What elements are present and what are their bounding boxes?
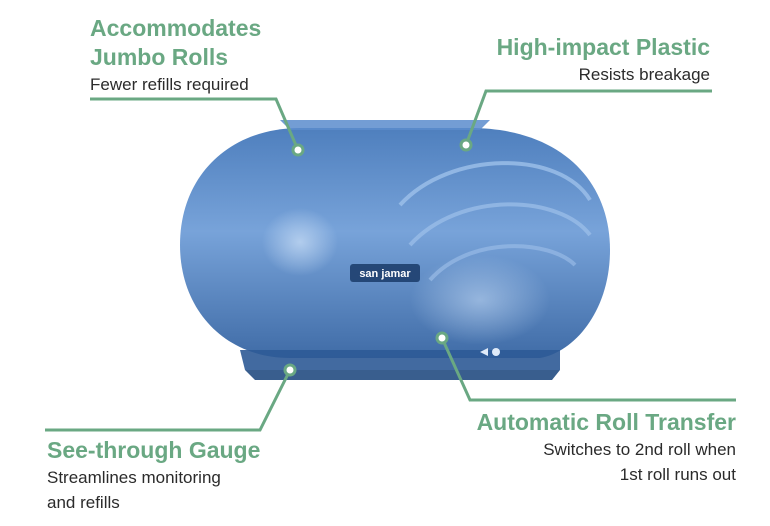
callout-see-through-gauge: See-through Gauge Streamlines monitoring… <box>47 436 260 515</box>
callout-description: 1st roll runs out <box>619 465 736 484</box>
leader-dot-transfer <box>435 331 449 345</box>
callout-description: Fewer refills required <box>90 75 249 94</box>
logo-text: san jamar <box>359 268 411 280</box>
callout-automatic-roll-transfer: Automatic Roll Transfer Switches to 2nd … <box>477 408 736 487</box>
leader-line-jumbo <box>90 97 300 151</box>
callout-title: See-through Gauge <box>47 437 261 463</box>
leader-dot-jumbo <box>291 143 305 157</box>
callout-description: Streamlines monitoring <box>47 468 221 487</box>
leader-dot-gauge <box>283 363 297 377</box>
leader-line-plastic <box>464 89 712 146</box>
callout-title: Jumbo Rolls <box>90 44 229 70</box>
indicator-dot-icon <box>492 348 500 356</box>
swirl-line-top <box>398 161 592 207</box>
swirl-line-mid <box>408 202 592 247</box>
leader-lines <box>45 89 736 432</box>
left-roll-gauge <box>262 208 338 276</box>
callout-description: Resists breakage <box>578 65 710 84</box>
right-roll-gauge <box>410 255 550 345</box>
leader-dot-plastic <box>459 138 473 152</box>
callout-title: Automatic Roll Transfer <box>476 409 736 435</box>
brand-logo: san jamar <box>350 264 420 282</box>
callout-title: Accommodates <box>90 15 262 41</box>
callout-high-impact-plastic: High-impact Plastic Resists breakage <box>497 33 710 87</box>
leader-line-transfer <box>440 337 736 402</box>
leader-line-gauge <box>45 369 292 432</box>
callout-description: Switches to 2nd roll when <box>543 440 736 459</box>
arrow-left-icon <box>480 348 488 356</box>
callout-description: and refills <box>47 493 120 512</box>
dispenser-body <box>180 120 610 380</box>
callout-jumbo-rolls: Accommodates Jumbo Rolls Fewer refills r… <box>90 14 261 97</box>
callout-title: High-impact Plastic <box>496 34 710 60</box>
leader-dots <box>283 138 473 377</box>
